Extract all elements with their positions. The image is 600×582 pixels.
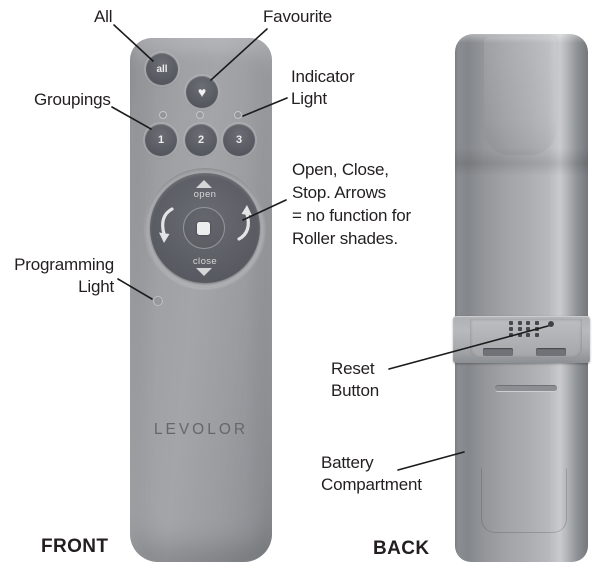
all-callout-label: All: [94, 7, 113, 26]
indicator-light-callout-line2: Light: [291, 89, 327, 108]
brand-logo: LEVOLOR: [153, 421, 249, 438]
front-view-label: FRONT: [41, 536, 109, 557]
reset-button: [548, 321, 554, 327]
group-button-1: 1: [145, 124, 177, 156]
programming-light: [153, 296, 163, 306]
programming-light-callout-label: Programming Light: [10, 254, 114, 298]
battery-compartment-callout-label: Battery Compartment: [321, 452, 422, 496]
battery-compartment-callout-line1: Battery: [321, 453, 374, 472]
stop-button-ring: [183, 207, 225, 249]
back-view-label: BACK: [373, 538, 430, 559]
latch-slot-right: [536, 348, 566, 356]
battery-door-panel: [481, 468, 567, 533]
indicator-light-3: [234, 111, 242, 119]
open-label: open: [193, 189, 217, 200]
indicator-light-2: [196, 111, 204, 119]
group-button-2-label: 2: [197, 134, 205, 146]
open-close-stop-line3: = no function for: [292, 206, 411, 225]
battery-door-groove: [495, 385, 557, 392]
all-button-label: all: [156, 63, 168, 75]
stop-button: [197, 222, 210, 235]
latch-slot-left: [483, 348, 513, 356]
close-arrow-icon: [196, 268, 212, 276]
groupings-callout-label: Groupings: [34, 90, 111, 109]
open-close-stop-line1: Open, Close,: [292, 160, 389, 179]
open-close-stop-line4: Roller shades.: [292, 229, 398, 248]
indicator-light-callout-line1: Indicator: [291, 67, 355, 86]
battery-compartment-callout-line2: Compartment: [321, 475, 422, 494]
back-bulge-shadow: [455, 148, 588, 176]
open-arrow-icon: [196, 180, 212, 188]
programming-light-callout-line2: Light: [78, 277, 114, 296]
reset-button-callout-line2: Button: [331, 381, 379, 400]
open-close-stop-callout-label: Open, Close, Stop. Arrows = no function …: [292, 158, 411, 250]
programming-light-callout-line1: Programming: [14, 255, 114, 274]
favourite-callout-label: Favourite: [263, 7, 333, 26]
group-button-3-label: 3: [235, 134, 243, 146]
all-button: all: [146, 53, 178, 85]
group-button-2: 2: [185, 124, 217, 156]
favourite-button: ♥: [186, 76, 218, 108]
back-face-panel: [484, 37, 556, 155]
open-close-stop-line2: Stop. Arrows: [292, 183, 386, 202]
tilt-left-arrow-icon: [159, 207, 174, 243]
close-label: close: [192, 256, 218, 267]
tilt-right-arrow-icon: [237, 205, 252, 241]
reset-button-callout-label: Reset Button: [331, 358, 379, 402]
reset-button-callout-line1: Reset: [331, 359, 375, 378]
back-top-bevel: [456, 34, 587, 43]
group-button-3: 3: [223, 124, 255, 156]
indicator-light-1: [159, 111, 167, 119]
heart-icon: ♥: [197, 84, 207, 100]
indicator-light-callout-label: Indicator Light: [291, 66, 355, 110]
reset-contact-grid: [509, 321, 539, 337]
group-button-1-label: 1: [157, 134, 165, 146]
